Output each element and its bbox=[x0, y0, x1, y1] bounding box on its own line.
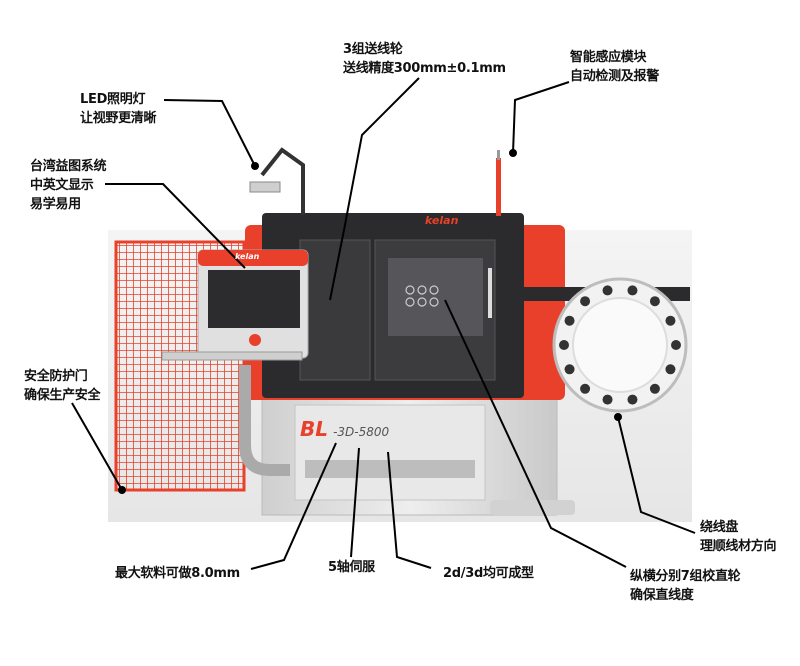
leader-dots bbox=[118, 149, 622, 494]
callout-line: 台湾益图系统 bbox=[30, 159, 107, 174]
callout-line: LED照明灯 bbox=[80, 92, 146, 107]
sensor-mast bbox=[496, 158, 501, 216]
reel-roller bbox=[602, 285, 613, 296]
callout-forming: 2d/3d均可成型 bbox=[443, 564, 534, 583]
led-lamp bbox=[249, 181, 281, 193]
callout-line: 5轴伺服 bbox=[328, 560, 375, 575]
callout-line: 3组送线轮 bbox=[343, 42, 403, 57]
callout-line: 让视野更清晰 bbox=[80, 111, 157, 126]
reel-roller bbox=[649, 296, 660, 307]
reel-roller bbox=[580, 296, 591, 307]
reel-roller bbox=[602, 394, 613, 405]
callout-line: 确保直线度 bbox=[630, 588, 694, 603]
panel-logo: kelan bbox=[235, 252, 260, 261]
reel-roller bbox=[559, 340, 569, 350]
leader-lines bbox=[71, 77, 696, 570]
callout-line: 送线精度300mm±0.1mm bbox=[343, 61, 506, 76]
model-badge: BL -3D-5800 bbox=[300, 417, 389, 441]
reel-rollers bbox=[559, 285, 681, 405]
callout-line: 最大软料可做8.0mm bbox=[115, 566, 240, 581]
callout-led: LED照明灯 让视野更清晰 bbox=[80, 90, 157, 128]
reel-roller bbox=[564, 315, 575, 326]
reel-roller bbox=[649, 383, 660, 394]
reel-roller bbox=[627, 394, 638, 405]
callout-line: 确保生产安全 bbox=[24, 388, 101, 403]
callout-line: 中英文显示 bbox=[30, 178, 94, 193]
callout-system: 台湾益图系统 中英文显示 易学易用 bbox=[30, 157, 107, 214]
callout-wire-size: 最大软料可做8.0mm bbox=[115, 564, 240, 583]
callout-sensor: 智能感应模块 自动检测及报警 bbox=[570, 48, 659, 86]
reel-roller bbox=[627, 285, 638, 296]
callout-line: 安全防护门 bbox=[24, 369, 88, 384]
callout-line: 自动检测及报警 bbox=[570, 69, 659, 84]
reel-roller bbox=[580, 383, 591, 394]
reel-roller bbox=[564, 364, 575, 375]
led-lamp-arm bbox=[260, 147, 305, 215]
callout-servo: 5轴伺服 bbox=[328, 558, 375, 577]
callout-line: 纵横分别7组校直轮 bbox=[630, 569, 741, 584]
brand-logo: kelan bbox=[425, 214, 459, 227]
callout-reel: 绕线盘 理顺线材方向 bbox=[700, 518, 777, 556]
callout-safety-door: 安全防护门 确保生产安全 bbox=[24, 367, 101, 405]
reel-roller bbox=[671, 340, 681, 350]
callout-feed-rollers: 3组送线轮 送线精度300mm±0.1mm bbox=[343, 40, 506, 78]
callout-straightener: 纵横分别7组校直轮 确保直线度 bbox=[630, 567, 741, 605]
callout-line: 易学易用 bbox=[30, 197, 81, 212]
model-prefix: BL bbox=[300, 417, 328, 441]
front-window-left bbox=[299, 239, 371, 381]
callout-line: 2d/3d均可成型 bbox=[443, 566, 534, 581]
model-suffix: -3D-5800 bbox=[333, 425, 390, 439]
callout-line: 绕线盘 bbox=[700, 520, 739, 535]
callout-line: 智能感应模块 bbox=[570, 50, 647, 65]
reel-roller bbox=[665, 364, 676, 375]
callout-line: 理顺线材方向 bbox=[700, 539, 777, 554]
touch-screen bbox=[208, 270, 300, 328]
reel-roller bbox=[665, 315, 676, 326]
